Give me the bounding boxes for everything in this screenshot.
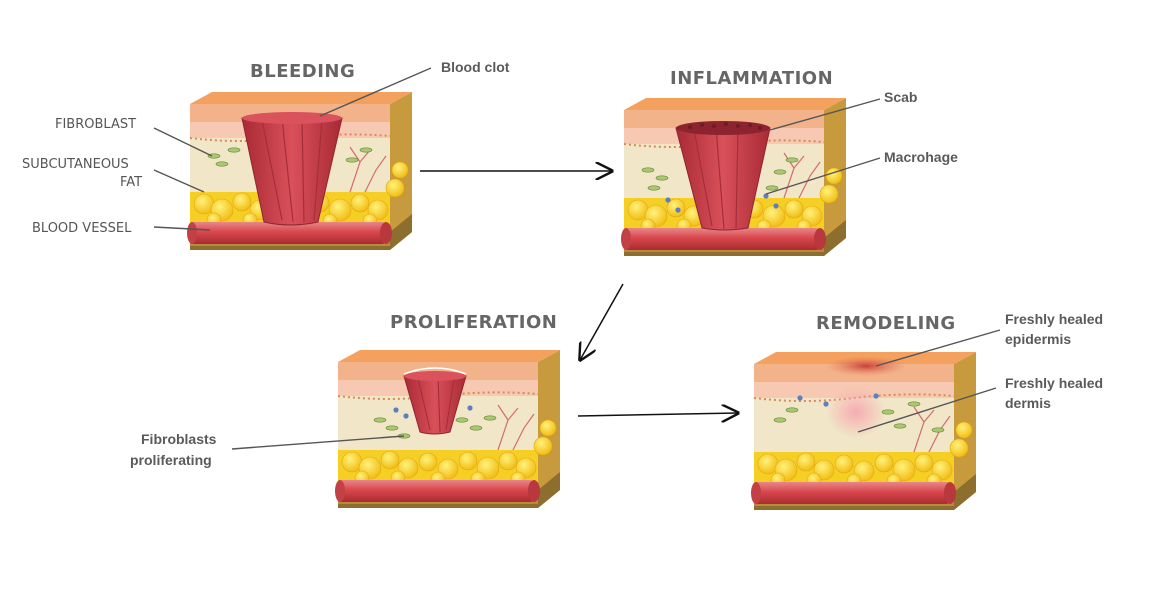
leader-scab [769,98,881,131]
stage-title-inflammation: INFLAMMATION [670,68,833,89]
label-blood-vessel: BLOOD VESSEL [32,221,132,236]
leader-blood-vessel [153,226,211,231]
arrow-inflammation-to-proliferation [580,283,624,360]
stage-proliferation: PROLIFERATION [334,312,561,509]
leader-fibroblast [153,127,213,157]
label-fat: FAT [120,175,142,190]
label-proliferating: proliferating [130,452,212,468]
label-fibroblast: FIBROBLAST [55,117,136,132]
label-macrophage: Macrohage [884,149,958,165]
label-freshly-healed-epidermis-2: epidermis [1005,331,1071,347]
arrow-proliferation-to-remodeling [577,413,738,416]
label-freshly-healed-dermis-2: dermis [1005,395,1051,411]
leader-subcutaneous-fat [153,169,205,193]
leader-freshly-healed-dermis [857,387,997,433]
stage-remodeling: REMODELING [750,313,977,511]
label-fibroblasts: Fibroblasts [141,431,217,447]
label-blood-clot: Blood clot [441,59,510,75]
leader-freshly-healed-epidermis [875,329,1001,367]
stage-title-bleeding: BLEEDING [250,61,355,82]
leader-fibroblasts-proliferating [231,435,405,450]
stage-title-proliferation: PROLIFERATION [390,312,557,333]
label-freshly-healed-dermis-1: Freshly healed [1005,375,1103,391]
label-scab: Scab [884,89,917,105]
label-freshly-healed-epidermis-1: Freshly healed [1005,311,1103,327]
stage-title-remodeling: REMODELING [816,313,956,334]
stage-inflammation: INFLAMMATION [620,68,847,257]
label-subcutaneous: SUBCUTANEOUS [22,157,129,172]
leader-blood-clot [319,67,432,117]
stage-bleeding: BLEEDING [186,61,413,251]
leader-macrophage [765,157,881,195]
